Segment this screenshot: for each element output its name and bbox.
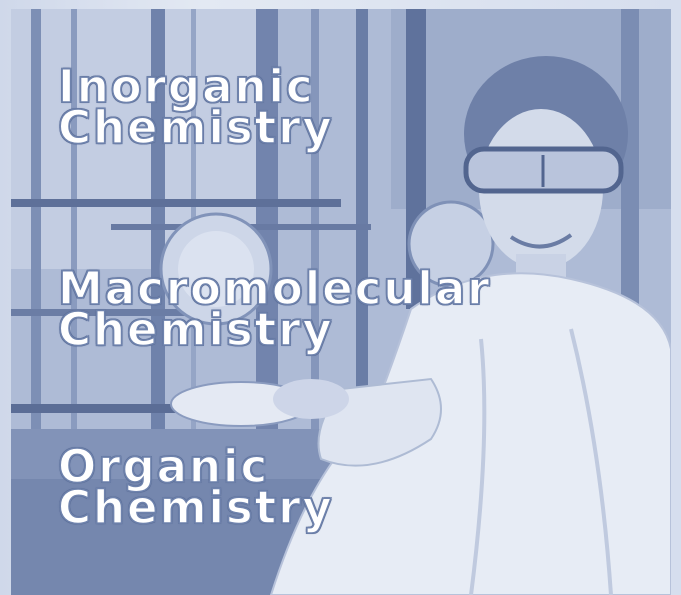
organic-chemistry-label[interactable]: Organic Chemistry (57, 440, 334, 534)
label-line-1: Macromolecular (57, 262, 492, 315)
macromolecular-chemistry-label[interactable]: Macromolecular Chemistry (57, 262, 492, 356)
label-line-1: Organic (57, 440, 270, 493)
label-line-2: Chemistry (57, 303, 334, 356)
lab-scene-illustration (11, 9, 671, 595)
lab-photo (11, 9, 671, 595)
inorganic-chemistry-label[interactable]: Inorganic Chemistry (57, 60, 334, 154)
label-line-2: Chemistry (57, 101, 334, 154)
label-line-2: Chemistry (57, 481, 334, 534)
label-line-1: Inorganic (57, 60, 315, 113)
